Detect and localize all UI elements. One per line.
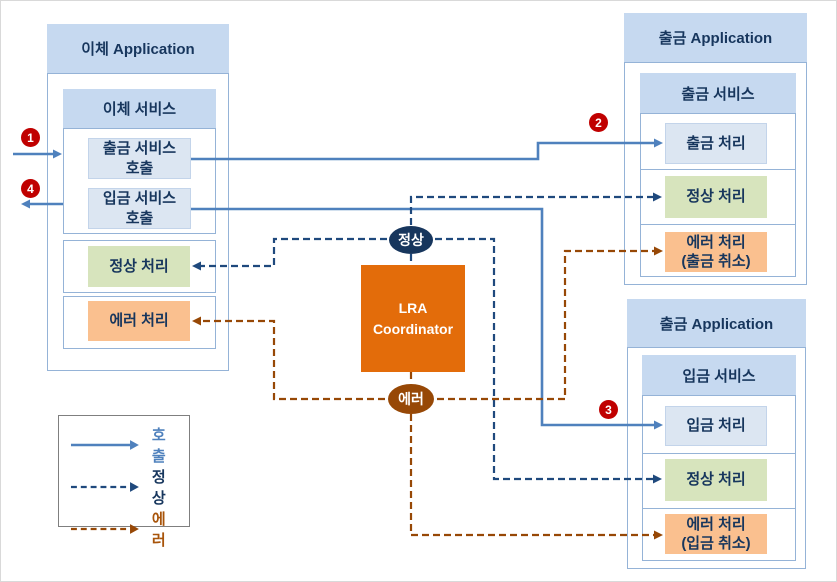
deposit-error-line1: 에러 처리 <box>686 515 746 533</box>
normal-badge: 정상 <box>389 226 433 254</box>
withdraw-service-title: 출금 서비스 <box>640 73 796 114</box>
deposit-app-title: 출금 Application <box>627 299 806 348</box>
withdraw-divider-2 <box>640 224 796 225</box>
transfer-normal-box: 정상 처리 <box>88 246 190 287</box>
deposit-process-box: 입금 처리 <box>665 406 767 446</box>
withdraw-process-box: 출금 처리 <box>665 123 767 164</box>
transfer-app-title: 이체 Application <box>47 24 229 74</box>
transfer-error-box: 에러 처리 <box>88 301 190 341</box>
withdraw-call-line2: 호출 <box>125 159 154 177</box>
error-arrow-to-deposit-app <box>409 414 663 540</box>
transfer-service-title: 이체 서비스 <box>63 89 216 129</box>
deposit-normal-box: 정상 처리 <box>665 459 767 501</box>
normal-arrow-to-withdraw-app <box>409 192 662 225</box>
legend-normal-label: 정상 <box>151 469 166 507</box>
normal-arrow-sample <box>70 482 139 492</box>
deposit-service-title: 입금 서비스 <box>642 355 796 396</box>
withdraw-error-line1: 에러 처리 <box>686 233 746 251</box>
legend-row-normal: 정상 <box>69 466 179 508</box>
error-arrow-sample <box>70 524 139 534</box>
deposit-call-line1: 입금 서비스 <box>102 190 177 207</box>
call-arrow-sample <box>70 440 139 450</box>
withdraw-call-line1: 출금 서비스 <box>102 140 177 157</box>
withdraw-normal-box: 정상 처리 <box>665 176 767 218</box>
call-arrow-withdraw <box>191 138 663 161</box>
legend-error-label: 에러 <box>151 511 166 549</box>
deposit-error-line2: (입금 취소) <box>681 535 751 552</box>
error-badge: 에러 <box>388 384 434 414</box>
lra-coordinator-line2: Coordinator <box>372 320 454 337</box>
normal-arrow-to-deposit-app <box>435 237 662 484</box>
withdraw-app-title: 출금 Application <box>624 13 807 63</box>
deposit-error-box: 에러 처리 (입금 취소) <box>665 514 767 554</box>
withdraw-call-box: 출금 서비스 호출 <box>88 138 191 179</box>
legend-box: 호출 정상 에러 <box>58 415 190 549</box>
deposit-divider-1 <box>642 453 796 454</box>
step-badge-4: 4 <box>21 179 40 198</box>
error-arrow-to-withdraw-app <box>437 246 663 401</box>
legend-row-call: 호출 <box>69 424 179 466</box>
step-badge-1: 1 <box>21 128 40 147</box>
withdraw-error-line2: (출금 취소) <box>681 253 751 270</box>
step-badge-3: 3 <box>599 400 618 419</box>
withdraw-error-box: 에러 처리 (출금 취소) <box>665 232 767 272</box>
withdraw-divider-1 <box>640 169 796 170</box>
deposit-call-line2: 호출 <box>125 209 154 227</box>
lra-coordinator-box: LRA Coordinator <box>361 265 465 372</box>
lra-coordinator-line1: LRA <box>398 299 428 316</box>
legend-call-label: 호출 <box>151 427 166 465</box>
step-badge-2: 2 <box>589 113 608 132</box>
deposit-call-box: 입금 서비스 호출 <box>88 188 191 229</box>
deposit-divider-2 <box>642 508 796 509</box>
legend-row-error: 에러 <box>69 508 179 550</box>
